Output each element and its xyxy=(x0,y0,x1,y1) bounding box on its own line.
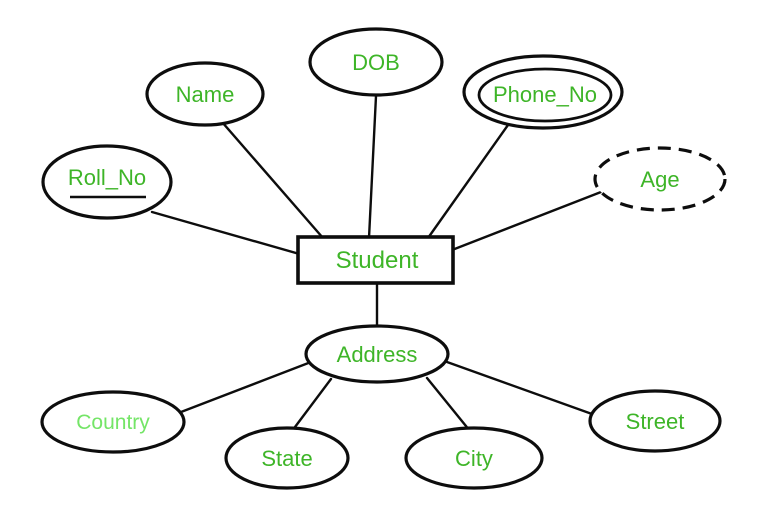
state-ellipse xyxy=(224,426,350,490)
street-label: Street xyxy=(626,409,685,434)
age-label: Age xyxy=(640,167,679,192)
student-rectangle xyxy=(296,235,455,285)
dob-label: DOB xyxy=(352,50,400,75)
attribute-state: State xyxy=(224,426,350,490)
dob-ellipse xyxy=(308,27,444,97)
attribute-name: Name xyxy=(145,61,265,127)
attribute-street: Street xyxy=(588,389,722,453)
connector-address-street xyxy=(445,360,594,416)
attribute-city: City xyxy=(404,426,544,490)
student-label: Student xyxy=(336,247,419,274)
attribute-country: Country xyxy=(40,390,186,454)
connector-dob-student xyxy=(367,94,378,240)
city-ellipse xyxy=(404,426,544,490)
connector-address-city xyxy=(425,376,472,433)
address-label: Address xyxy=(337,342,418,367)
connector-rollno-student xyxy=(150,210,305,257)
attribute-roll-no: Roll_No xyxy=(41,144,173,220)
connector-address-state xyxy=(290,377,333,433)
phone-no-inner-ellipse xyxy=(477,67,613,123)
address-ellipse xyxy=(304,324,450,384)
city-label: City xyxy=(455,446,493,471)
age-dashed-ellipse xyxy=(593,146,727,212)
name-ellipse xyxy=(145,61,265,127)
entity-student: Student xyxy=(296,235,455,285)
attribute-dob: DOB xyxy=(308,27,444,97)
connector-age-student xyxy=(450,190,603,252)
country-label: Country xyxy=(76,411,150,434)
roll-no-ellipse xyxy=(41,144,173,220)
country-ellipse xyxy=(40,390,186,454)
attribute-age: Age xyxy=(593,146,727,212)
attribute-address: Address xyxy=(304,324,450,384)
connector-lines xyxy=(150,94,603,433)
connector-name-student xyxy=(220,120,325,240)
name-label: Name xyxy=(176,82,235,107)
connector-address-country xyxy=(179,360,313,414)
attribute-phone-no: Phone_No xyxy=(462,54,624,130)
phone-no-label: Phone_No xyxy=(493,82,597,107)
roll-no-label: Roll_No xyxy=(68,165,146,190)
connector-phoneno-student xyxy=(426,123,510,240)
state-label: State xyxy=(261,446,312,471)
street-ellipse xyxy=(588,389,722,453)
